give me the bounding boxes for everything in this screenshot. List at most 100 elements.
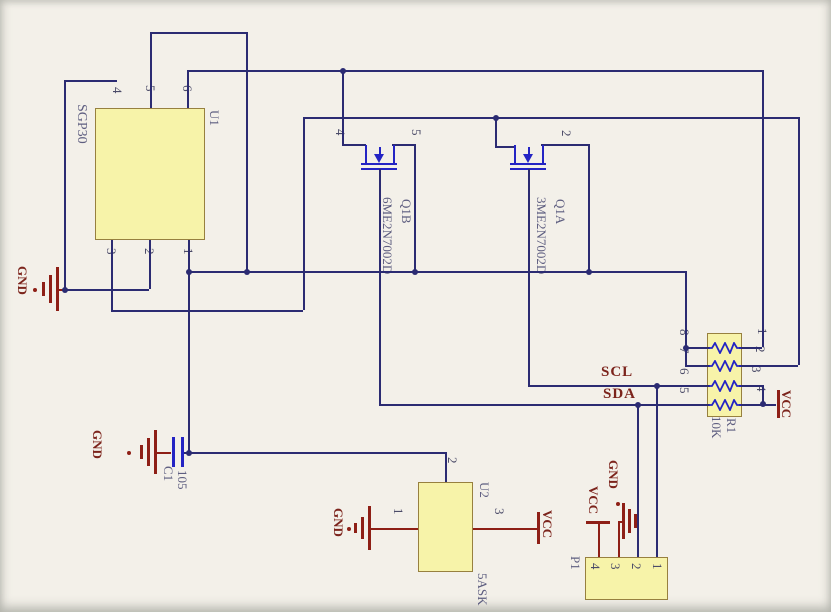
u2-value-label: 5ASK [475,573,490,606]
gnd-symbol-bar [361,517,364,539]
u2-regulator-body[interactable] [418,482,473,572]
wire-segment [393,145,395,165]
wire-segment [637,404,639,557]
wire-segment [149,240,151,289]
vcc-symbol-bar [537,512,540,544]
wire-segment [528,385,710,387]
u1-pin-label-4: 4 [110,87,125,94]
wire-segment [392,144,414,146]
u2-ref-label: U2 [477,482,492,498]
wire-segment [739,385,762,387]
wire-segment [739,365,798,367]
u2-pin-label-1: 1 [391,508,406,515]
wire-segment [342,70,344,144]
wire-segment [379,169,381,404]
junction-dot [186,269,192,275]
wire-segment [303,117,305,310]
vcc-symbol-bar [586,521,610,524]
r1-value-label: 10K [709,416,724,439]
gnd-symbol-bar [368,506,371,550]
q1b-value-label: 6ME2N7002D [380,197,395,275]
wire-segment [188,271,685,273]
capacitor-c1-plate [181,437,184,467]
q1a-ref-label: Q1A [553,199,568,225]
wire-segment [588,144,590,271]
p1-pin-label-1: 1 [650,563,665,570]
r1-pin-label-5: 5 [677,387,692,394]
wire-segment [365,145,367,165]
wire-segment [618,521,622,523]
resistor-zigzag-icon [709,360,741,372]
gnd-symbol-dot [616,502,620,506]
c1-value-label: 105 [175,470,190,490]
wire-segment [57,289,64,291]
p1-connector-body[interactable] [585,557,668,600]
wire-segment [379,147,381,156]
wire-segment [379,404,710,406]
wire-segment [187,70,189,108]
junction-dot [493,115,499,121]
wire-segment [64,80,66,289]
vcc-label-p1: VCC [586,486,601,515]
q1b-pin-label-4: 4 [333,129,348,136]
wire-segment [798,117,800,365]
q1b-pin-label-5: 5 [409,129,424,136]
p1-pin-label-2: 2 [629,563,644,570]
gnd-label-u2: GND [331,508,346,537]
wire-segment [361,163,397,165]
net-label-sda: SDA [603,386,637,402]
gnd-symbol-bar [634,514,637,528]
wire-segment [618,521,620,557]
p1-ref-label: P1 [568,556,583,570]
gnd-symbol-bar [147,438,150,466]
wire-segment [473,528,537,530]
junction-dot [340,68,346,74]
u1-ref-label: U1 [207,110,222,126]
q1a-mosfet-arrow-icon [523,154,533,163]
gnd-symbol-bar [628,509,631,533]
wire-segment [739,347,762,349]
gnd-symbol-bar [56,267,59,311]
q1a-pin-label-2: 2 [559,130,574,137]
wire-segment [369,528,418,530]
wire-segment [111,310,303,312]
vcc-label-r1: VCC [779,390,794,419]
q1b-mosfet-arrow-icon [374,154,384,163]
wire-segment [155,452,171,454]
wire-segment [514,145,516,165]
u2-pin-label-2: 2 [445,457,460,464]
p1-pin-label-3: 3 [608,563,623,570]
wire-segment [495,117,497,146]
resistor-zigzag-icon [709,399,741,411]
wire-segment [685,347,710,349]
wire-segment [685,365,710,367]
c1-ref-label: C1 [161,466,176,482]
u2-pin-label-3: 3 [492,508,507,515]
wire-segment [541,144,588,146]
junction-dot [186,450,192,456]
vcc-symbol-bar [777,390,780,418]
wire-segment [510,163,546,165]
wire-segment [528,147,530,156]
wire-segment [342,144,366,146]
wire-segment [303,117,798,119]
wire-segment [150,32,246,34]
gnd-label-c1: GND [90,430,105,459]
net-label-scl: SCL [601,364,634,380]
wire-segment [762,385,764,404]
u1-sensor-body[interactable] [95,108,205,240]
wire-segment [64,80,117,82]
junction-dot [635,402,641,408]
r1-ref-label: R1 [724,418,739,434]
gnd-symbol-bar [140,445,143,459]
gnd-symbol-dot [33,288,37,292]
wire-segment [528,169,530,385]
u1-value-label: SGP30 [74,104,89,144]
gnd-symbol-dot [127,451,131,455]
capacitor-c1-plate [172,437,175,467]
wire-segment [762,70,764,347]
wire-segment [685,271,687,365]
p1-pin-label-4: 4 [588,563,603,570]
wire-segment [187,70,762,72]
